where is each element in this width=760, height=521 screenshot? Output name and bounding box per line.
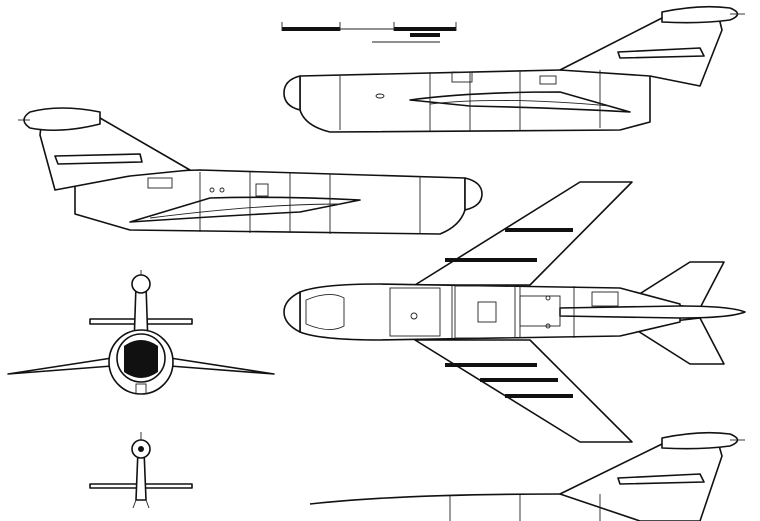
fuselage-top bbox=[309, 493, 701, 505]
tailplane bbox=[617, 473, 705, 485]
tail-cone bbox=[559, 305, 746, 319]
nose-intake bbox=[283, 75, 301, 111]
side-view-middle bbox=[18, 107, 483, 235]
fuselage bbox=[299, 283, 681, 341]
wing-right bbox=[414, 339, 633, 443]
front-view-large bbox=[7, 270, 275, 395]
side-view-upper bbox=[283, 5, 745, 133]
plan-view bbox=[283, 181, 746, 443]
fin-tip-fairing bbox=[661, 431, 739, 450]
tailplane bbox=[617, 47, 705, 59]
wing-side bbox=[129, 196, 361, 223]
wing-fences bbox=[445, 228, 573, 398]
fin-tip-fairing bbox=[23, 107, 101, 132]
fin-tip-fairing bbox=[131, 274, 151, 294]
front-view-small bbox=[89, 432, 193, 509]
nose-intake bbox=[464, 177, 483, 211]
side-view-lower bbox=[309, 431, 745, 521]
nose-intake bbox=[283, 291, 301, 333]
tailplane bbox=[54, 153, 143, 165]
scale-bar bbox=[281, 22, 457, 43]
fin-tip-fairing bbox=[661, 5, 739, 24]
